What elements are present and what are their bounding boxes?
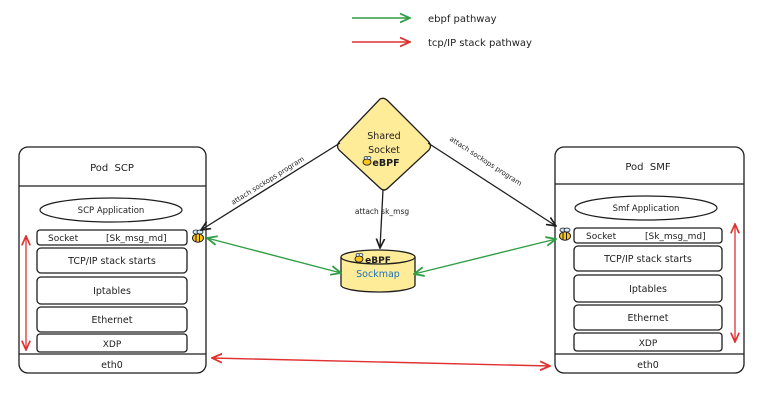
pod-smf-xdp-layer — [573, 332, 723, 352]
pod-scp-app — [39, 197, 183, 223]
pod-smf: Pod SMF Smf Application Socket [Sk_msg_m… — [554, 146, 745, 374]
pod-scp-title: Pod SCP — [90, 163, 134, 174]
attach-sockops-left-arrow — [201, 142, 341, 230]
attach-skmsg-label: attach sk_msg — [355, 207, 410, 216]
pod-scp-iptables-layer — [36, 276, 188, 305]
pod-scp-xdp-label: XDP — [103, 340, 122, 350]
tcp-path-eth-arrow — [212, 358, 550, 366]
attach-sockops-left-label: attach sockops program — [230, 155, 306, 207]
pod-scp-ebpf-bee-icon — [192, 229, 204, 243]
pod-smf-ethernet-layer — [573, 304, 723, 331]
pod-scp-tcp-layer — [36, 247, 188, 274]
shared-socket-ebpf-logo: eBPF — [372, 158, 399, 169]
pod-smf-ebpf-bee-icon — [559, 227, 571, 241]
pod-scp-ethernet-layer — [36, 306, 188, 333]
pod-scp-socket-label: Socket — [48, 234, 79, 244]
sockmap-bee-icon — [354, 253, 364, 263]
attach-skmsg-arrow — [380, 189, 383, 248]
pod-smf-skmsg-label: [Sk_msg_md] — [645, 232, 706, 242]
pod-smf-xdp-label: XDP — [639, 339, 658, 349]
attach-sockops-right-arrow — [427, 142, 556, 226]
pod-smf-iptables-layer — [573, 274, 723, 303]
legend: ebpf pathway tcp/IP stack pathway — [352, 14, 532, 49]
pod-smf-app-label: Smf Application — [613, 204, 680, 214]
pod-scp-xdp-layer — [36, 333, 188, 353]
legend-ebpf-label: ebpf pathway — [428, 14, 497, 25]
pod-scp: Pod SCP SCP Application Socket [Sk_msg_m… — [18, 146, 207, 374]
sockmap-ebpf-logo: eBPF — [365, 256, 391, 266]
shared-socket: Shared Socket eBPF — [336, 97, 432, 191]
shared-socket-bee-icon — [362, 156, 372, 166]
sockmap-cylinder-body — [340, 257, 416, 293]
legend-tcp-label: tcp/IP stack pathway — [428, 38, 532, 49]
sockmap: eBPF Sockmap — [340, 249, 416, 293]
pod-smf-socket-label: Socket — [586, 232, 617, 242]
sockmap-label: Sockmap — [356, 269, 400, 280]
shared-socket-line1: Shared — [367, 131, 400, 142]
pod-smf-eth-label: eth0 — [637, 360, 659, 371]
pod-scp-socket-layer — [36, 229, 188, 246]
shared-socket-line2: Socket — [368, 145, 400, 156]
pod-smf-tcp-label: TCP/IP stack starts — [603, 254, 692, 265]
ebpf-path-right-arrow — [414, 239, 556, 274]
pod-smf-socket-layer — [573, 227, 723, 244]
pod-smf-ethernet-label: Ethernet — [628, 313, 669, 324]
pod-scp-ethernet-label: Ethernet — [92, 315, 133, 326]
pod-smf-tcp-layer — [573, 245, 723, 272]
pod-smf-app — [574, 195, 718, 221]
pod-smf-title: Pod SMF — [625, 162, 670, 173]
pod-scp-tcp-label: TCP/IP stack starts — [67, 256, 156, 267]
pod-smf-iptables-label: Iptables — [629, 284, 667, 295]
pod-scp-app-label: SCP Application — [78, 206, 145, 216]
pod-scp-iptables-label: Iptables — [93, 286, 131, 297]
pod-scp-skmsg-label: [Sk_msg_md] — [106, 234, 167, 244]
pod-scp-eth-label: eth0 — [101, 360, 123, 371]
ebpf-path-left-arrow — [207, 238, 341, 273]
shared-socket-diamond — [336, 97, 432, 191]
